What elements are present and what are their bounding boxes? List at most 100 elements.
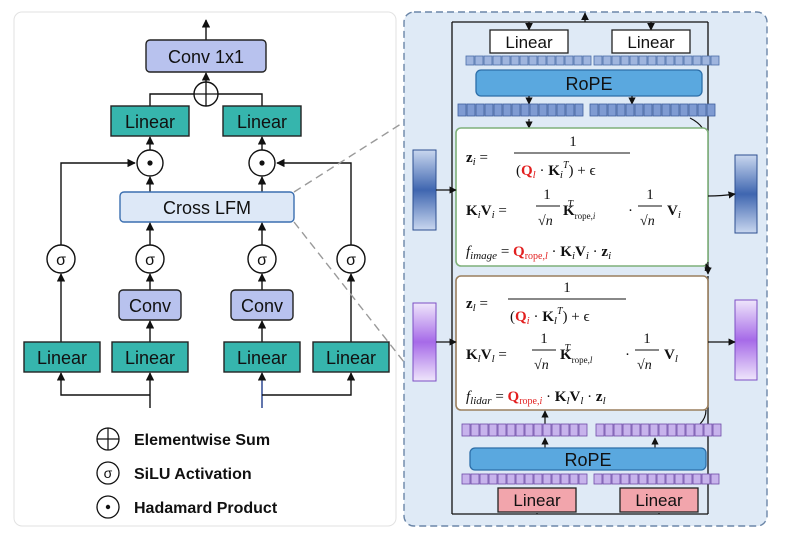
zoom-connector-top	[293, 121, 405, 193]
token-cell	[589, 103, 599, 117]
token-cell	[647, 55, 657, 66]
image-input-feature-bar	[412, 149, 437, 231]
token-cell	[622, 423, 632, 437]
token-cell	[479, 473, 489, 485]
token-cell	[607, 103, 617, 117]
token-cell	[511, 103, 521, 117]
svg-text:flidar = Qrope,i · KlVl · zl: flidar = Qrope,i · KlVl · zl	[466, 389, 606, 407]
image-output-feature-bar	[734, 154, 758, 234]
legend-silu-label: SiLU Activation	[134, 466, 252, 483]
legend-sum-label: Elementwise Sum	[134, 432, 270, 449]
legend-hadamard-label: Hadamard Product	[134, 500, 278, 517]
token-cell	[652, 103, 662, 117]
token-cell	[710, 55, 720, 66]
token-cell	[629, 55, 639, 66]
silu-outer-right-icon: σ	[336, 244, 366, 274]
token-cell	[647, 473, 657, 485]
svg-text:RoPE: RoPE	[564, 450, 611, 470]
token-cell	[683, 473, 693, 485]
token-cell	[533, 473, 543, 485]
token-cell	[470, 423, 480, 437]
svg-text:Linear: Linear	[326, 348, 376, 368]
svg-text:fimage = Qrope,l · KiVi · zi: fimage = Qrope,l · KiVi · zi	[466, 244, 611, 262]
token-cell	[488, 473, 498, 485]
token-cell	[701, 55, 711, 66]
svg-text:·: ·	[625, 347, 630, 363]
token-cell	[683, 55, 693, 66]
token-strip-bottom-left	[461, 473, 588, 485]
token-cell	[661, 103, 671, 117]
token-cell	[706, 103, 716, 117]
cross-lfm-block: Cross LFM	[119, 191, 295, 223]
svg-text:zl =: zl =	[466, 296, 488, 314]
token-strip-top-right	[593, 55, 720, 66]
svg-text:(Ql · KiT) + ϵ: (Ql · KiT) + ϵ	[516, 160, 596, 181]
linear-bottom-3: Linear	[223, 341, 301, 373]
hadamard-left-icon	[136, 149, 164, 177]
lidar-branch-formula-box: zl = 1 (Qi · KlT) + ϵ KlVl = 1 √n Krope,…	[455, 275, 709, 411]
token-cell	[595, 423, 605, 437]
token-cell	[674, 55, 684, 66]
token-cell	[537, 55, 547, 66]
svg-text:Linear: Linear	[237, 348, 287, 368]
left-panel: Conv 1x1 Linear Linear	[13, 11, 397, 527]
token-cell	[542, 473, 552, 485]
token-cell	[510, 55, 520, 66]
svg-text:Linear: Linear	[237, 112, 287, 132]
svg-text:√n: √n	[637, 358, 652, 373]
right-panel: Linear Linear RoPE zi = 1 (Ql · KiT) + ϵ	[403, 11, 768, 527]
token-cell	[665, 55, 675, 66]
svg-text:√n: √n	[538, 214, 553, 229]
token-cell	[701, 473, 711, 485]
token-cell	[457, 103, 467, 117]
conv-left-block: Conv	[118, 289, 182, 321]
token-cell	[712, 423, 722, 437]
token-cell	[578, 423, 588, 437]
token-cell	[582, 55, 592, 66]
token-cell	[616, 103, 626, 117]
token-cell	[556, 103, 566, 117]
token-cell	[611, 55, 621, 66]
token-cell	[674, 473, 684, 485]
right-linear-top-2: Linear	[611, 29, 691, 54]
svg-text:·: ·	[628, 203, 633, 219]
token-cell	[649, 423, 659, 437]
token-cell	[524, 423, 534, 437]
svg-text:Linear: Linear	[125, 112, 175, 132]
token-cell	[593, 55, 603, 66]
token-cell	[593, 473, 603, 485]
linear-top-left: Linear	[110, 105, 190, 137]
token-cell	[474, 55, 484, 66]
token-cell	[613, 423, 623, 437]
token-cell	[528, 55, 538, 66]
token-cell	[703, 423, 713, 437]
svg-text:σ: σ	[257, 252, 267, 269]
token-cell	[533, 423, 543, 437]
token-cell	[555, 55, 565, 66]
svg-text:Conv: Conv	[129, 296, 171, 316]
token-cell	[465, 55, 475, 66]
token-cell	[620, 55, 630, 66]
token-strip-bottom-rope-right	[595, 423, 722, 437]
svg-text:Linear: Linear	[505, 33, 553, 52]
svg-text:1: 1	[543, 187, 551, 203]
token-cell	[625, 103, 635, 117]
token-cell	[565, 103, 575, 117]
token-cell	[506, 423, 516, 437]
token-cell	[658, 423, 668, 437]
svg-text:Conv: Conv	[241, 296, 283, 316]
legend: Elementwise Sum σ SiLU Activation Hadama…	[96, 427, 278, 519]
token-cell	[519, 55, 529, 66]
token-cell	[656, 55, 666, 66]
svg-text:RoPE: RoPE	[565, 74, 612, 94]
token-cell	[602, 473, 612, 485]
linear-bottom-4: Linear	[312, 341, 390, 373]
token-cell	[569, 423, 579, 437]
token-cell	[640, 423, 650, 437]
hadamard-right-icon	[248, 149, 276, 177]
token-strip-top-rope-right	[589, 103, 716, 117]
token-cell	[574, 103, 584, 117]
svg-text:Linear: Linear	[627, 33, 675, 52]
right-linear-bottom-2: Linear	[619, 487, 699, 513]
